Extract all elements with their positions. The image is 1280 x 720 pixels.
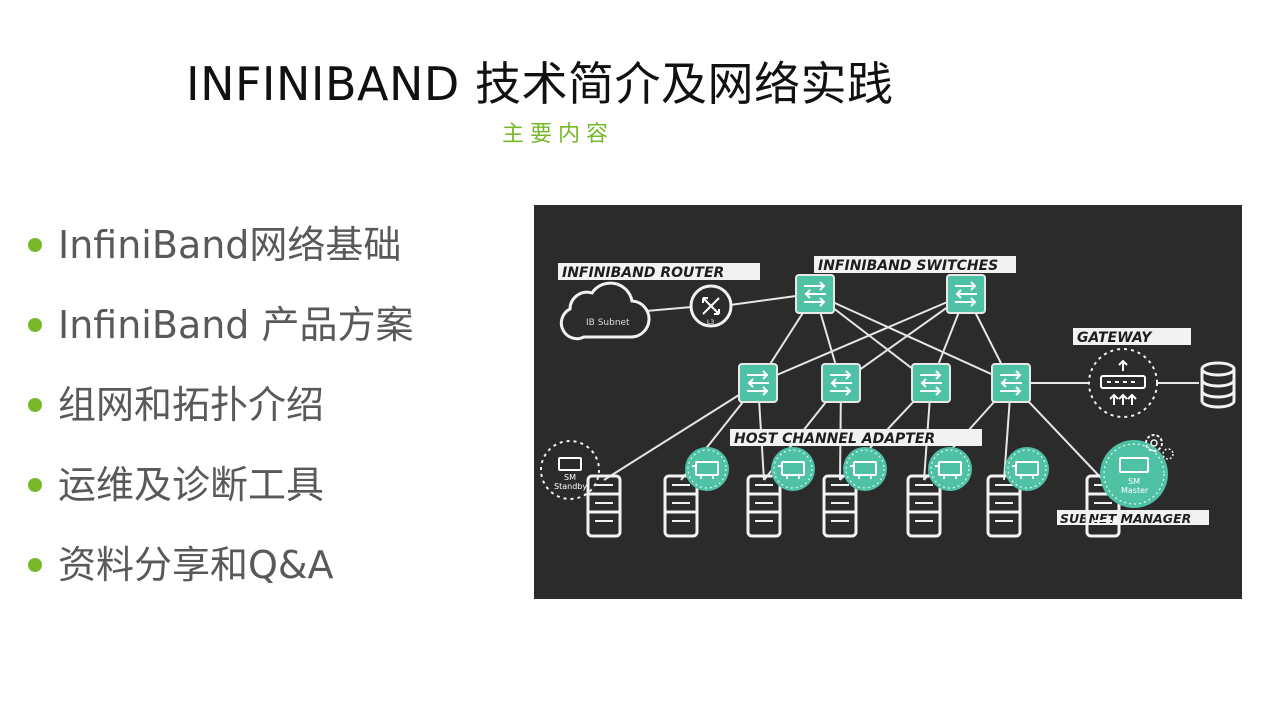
- switches-label-text: INFINIBAND SWITCHES: [818, 258, 998, 274]
- page-subtitle: 主要内容: [502, 122, 615, 147]
- agenda-item-text: InfiniBand 产品方案: [58, 303, 414, 347]
- sm-standby-line2: Standby: [554, 482, 587, 491]
- bullet-icon: [28, 398, 42, 412]
- router-label: INFINIBAND ROUTER: [558, 263, 760, 281]
- hca-icon: [927, 446, 973, 492]
- bullet-icon: [28, 318, 42, 332]
- agenda-item: 组网和拓扑介绍: [28, 380, 414, 460]
- leaf-switch-icon: [821, 363, 861, 403]
- hca-icon: [770, 446, 816, 492]
- agenda-item-text: InfiniBand网络基础: [58, 223, 402, 267]
- spine-switch-icon: [795, 274, 835, 314]
- hca-icon: [842, 446, 888, 492]
- gateway-label-text: GATEWAY: [1077, 330, 1153, 346]
- sm-master-line1: SM: [1128, 477, 1140, 486]
- bullet-icon: [28, 478, 42, 492]
- hca-icon: [1004, 446, 1050, 492]
- gateway-label: GATEWAY: [1073, 328, 1191, 346]
- hca-label: HOST CHANNEL ADAPTER: [730, 429, 982, 447]
- agenda-list: InfiniBand网络基础 InfiniBand 产品方案 组网和拓扑介绍 运…: [28, 220, 414, 620]
- hca-label-text: HOST CHANNEL ADAPTER: [734, 431, 935, 447]
- agenda-item: InfiniBand 产品方案: [28, 300, 414, 380]
- leaf-switch-icon: [911, 363, 951, 403]
- infiniband-topology-diagram: INFINIBAND ROUTER INFINIBAND SWITCHES GA…: [534, 205, 1242, 599]
- bullet-icon: [28, 238, 42, 252]
- cloud-icon: IB Subnet: [559, 281, 651, 341]
- leaf-switch-icon: [738, 363, 778, 403]
- sm-master-icon: SM Master: [1100, 440, 1168, 508]
- leaf-switch-icon: [991, 363, 1031, 403]
- router-label-text: INFINIBAND ROUTER: [562, 265, 724, 281]
- spine-switch-icon: [946, 274, 986, 314]
- agenda-item-text: 组网和拓扑介绍: [58, 383, 325, 427]
- gear-icon: [1162, 448, 1174, 460]
- topology-svg: INFINIBAND ROUTER INFINIBAND SWITCHES GA…: [540, 256, 1236, 538]
- agenda-item: InfiniBand网络基础: [28, 220, 414, 300]
- agenda-item: 运维及诊断工具: [28, 460, 414, 540]
- server-icon: [746, 474, 782, 538]
- gateway-icon: [1088, 348, 1158, 418]
- subnet-manager-label-text: SUBNET MANAGER: [1060, 511, 1191, 526]
- switches-label: INFINIBAND SWITCHES: [814, 256, 1016, 274]
- router-tag-text: L3: [707, 319, 714, 326]
- subnet-manager-label: SUBNET MANAGER: [1057, 510, 1209, 526]
- ib-subnet-text: IB Subnet: [586, 318, 630, 328]
- agenda-item-text: 资料分享和Q&A: [58, 543, 334, 587]
- storage-icon: [1200, 361, 1236, 409]
- sm-standby-line1: SM: [564, 473, 576, 482]
- agenda-item: 资料分享和Q&A: [28, 540, 414, 620]
- gear-icon: [1145, 434, 1163, 452]
- page-title: INFINIBAND 技术简介及网络实践: [186, 57, 894, 111]
- agenda-item-text: 运维及诊断工具: [58, 463, 325, 507]
- router-icon: L3: [689, 284, 733, 328]
- hca-icon: [684, 446, 730, 492]
- sm-master-line2: Master: [1121, 486, 1149, 495]
- bullet-icon: [28, 558, 42, 572]
- sm-standby-icon: SM Standby: [540, 440, 600, 500]
